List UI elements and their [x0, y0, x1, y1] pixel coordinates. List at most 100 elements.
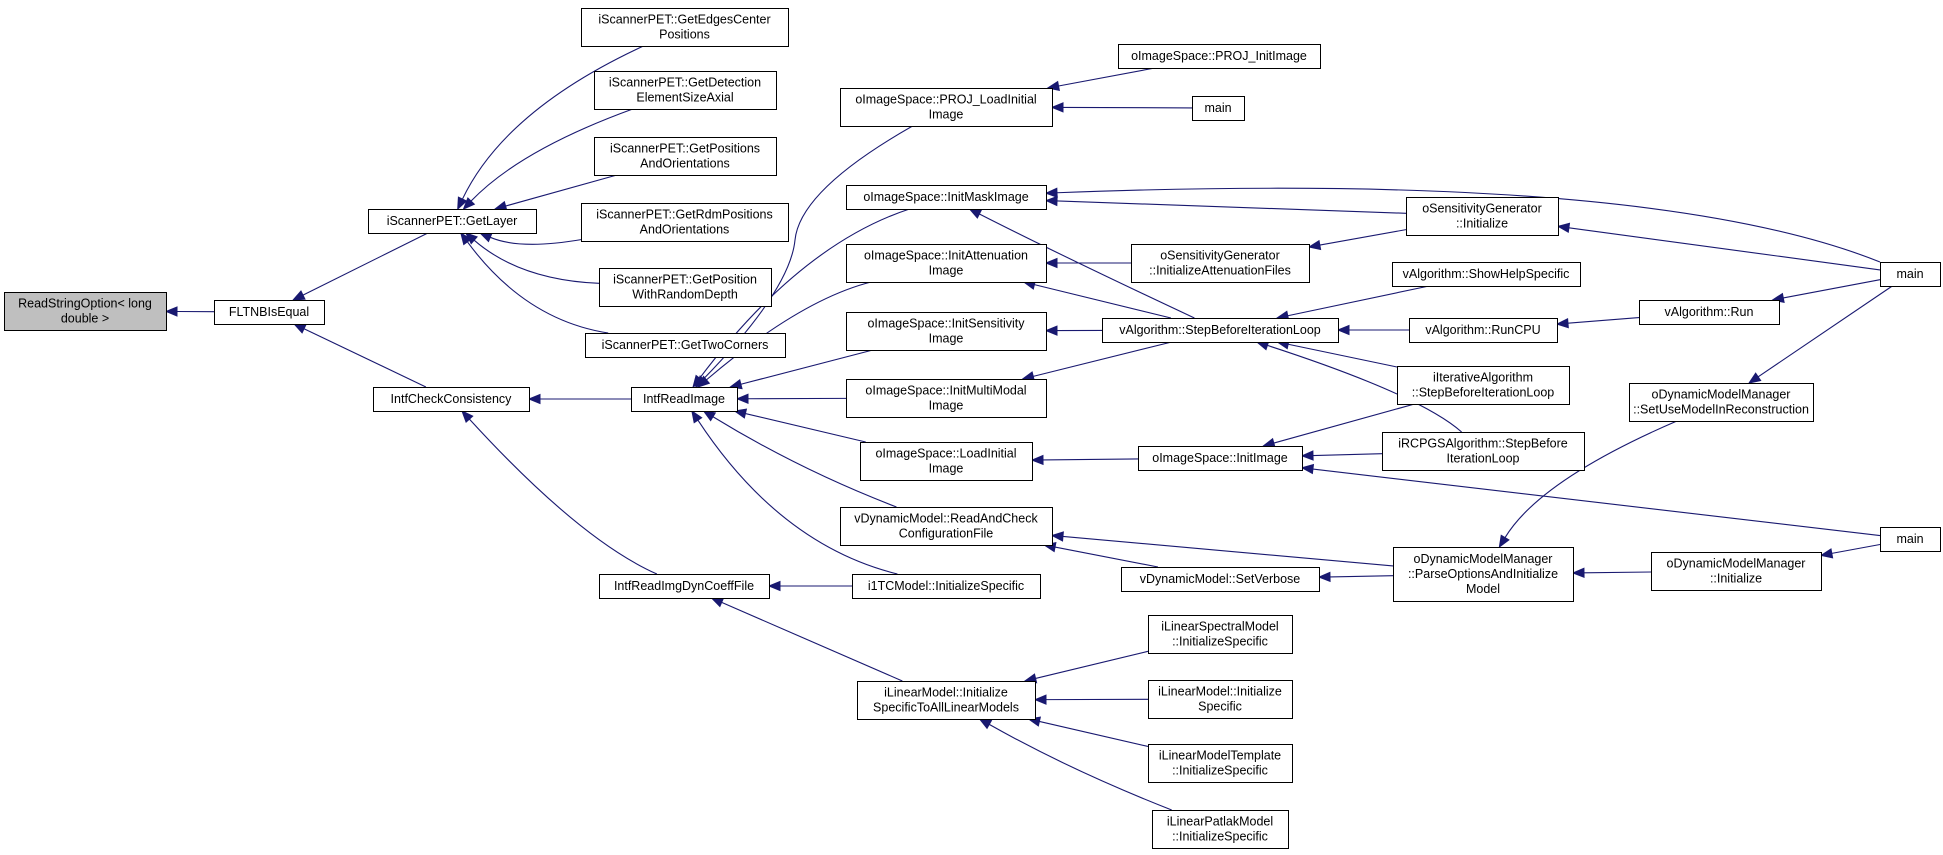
node-box [1118, 44, 1321, 69]
graph-node[interactable]: oSensitivityGenerator::Initialize [1406, 197, 1559, 236]
graph-node[interactable]: main [1880, 262, 1941, 287]
graph-node[interactable]: iLinearPatlakModel::InitializeSpecific [1152, 810, 1289, 849]
graph-node[interactable]: oImageSpace::PROJ_InitImage [1118, 44, 1321, 69]
arrowhead-icon [702, 410, 717, 422]
graph-node[interactable]: iScannerPET::GetTwoCorners [585, 333, 786, 358]
node-box [1629, 383, 1814, 422]
edge-line [1583, 571, 1652, 574]
arrowhead-icon [1050, 531, 1064, 542]
graph-node[interactable]: iScannerPET::GetDetectionElementSizeAxia… [594, 71, 777, 110]
edge-line [1042, 458, 1139, 461]
graph-node[interactable]: oSensitivityGenerator::InitializeAttenua… [1131, 244, 1310, 283]
graph-node[interactable]: oDynamicModelManager::ParseOptionsAndIni… [1393, 547, 1574, 602]
call-edge [1317, 571, 1394, 583]
arrowhead-icon [1498, 534, 1510, 549]
graph-node[interactable]: IntfReadImage [631, 387, 738, 412]
edge-line [1831, 543, 1881, 554]
graph-node[interactable]: main [1192, 96, 1245, 121]
node-label: main [1896, 532, 1923, 546]
graph-node[interactable]: iLinearSpectralModel::InitializeSpecific [1148, 615, 1293, 654]
graph-node[interactable]: main [1880, 527, 1941, 552]
graph-node[interactable]: oDynamicModelManager::SetUseModelInRecon… [1629, 383, 1814, 422]
call-edge [1771, 279, 1881, 304]
graph-node[interactable]: iScannerPET::GetRdmPositionsAndOrientati… [581, 203, 789, 242]
arrowhead-icon [1555, 317, 1569, 329]
graph-node[interactable]: iScannerPET::GetLayer [368, 209, 537, 234]
node-label: AndOrientations [640, 223, 730, 237]
graph-node[interactable]: FLTNBIsEqual [214, 300, 325, 325]
graph-node[interactable]: oImageSpace::InitImage [1138, 446, 1303, 471]
graph-node[interactable]: IntfReadImgDynCoeffFile [599, 574, 770, 599]
node-box [1639, 300, 1780, 325]
edge-line [1054, 546, 1159, 568]
graph-node[interactable]: iIterativeAlgorithm::StepBeforeIteration… [1397, 366, 1570, 405]
node-box [1382, 432, 1585, 471]
graph-node[interactable]: iLinearModel::InitializeSpecificToAllLin… [857, 681, 1036, 720]
graph-node[interactable]: vAlgorithm::Run [1639, 300, 1780, 325]
node-box [1192, 96, 1245, 121]
graph-node[interactable]: vAlgorithm::RunCPU [1409, 318, 1558, 343]
node-label: iScannerPET::GetTwoCorners [602, 338, 769, 352]
node-label: ::ParseOptionsAndInitialize [1408, 567, 1558, 581]
call-edge [735, 393, 847, 404]
node-label: oImageSpace::PROJ_LoadInitial [855, 93, 1036, 107]
arrowhead-icon [767, 580, 781, 592]
call-edge [1819, 543, 1881, 559]
node-box [585, 333, 786, 358]
graph-node[interactable]: i1TCModel::InitializeSpecific [852, 574, 1041, 599]
arrowhead-icon [164, 306, 178, 317]
edge-line [1056, 187, 1881, 263]
graph-node[interactable]: vAlgorithm::ShowHelpSpecific [1392, 262, 1581, 287]
node-box [1409, 318, 1558, 343]
call-edge [462, 108, 633, 210]
graph-node[interactable]: vDynamicModel::ReadAndCheckConfiguration… [840, 507, 1053, 546]
node-box [594, 71, 777, 110]
node-label: iLinearModel::Initialize [884, 686, 1008, 700]
call-edge [1023, 650, 1149, 684]
edge-line [1329, 575, 1394, 578]
graph-node[interactable]: iLinearModel::InitializeSpecific [1148, 680, 1293, 719]
graph-node[interactable]: IntfCheckConsistency [373, 387, 530, 412]
arrowhead-icon [1336, 324, 1350, 336]
node-box [1148, 744, 1293, 783]
graph-node[interactable]: vDynamicModel::SetVerbose [1121, 567, 1320, 592]
graph-node[interactable]: oDynamicModelManager::Initialize [1651, 552, 1822, 591]
call-edge [1300, 450, 1383, 461]
arrowhead-icon [1317, 571, 1331, 583]
node-label: oImageSpace::InitMaskImage [863, 190, 1028, 204]
graph-node[interactable]: oImageSpace::InitMaskImage [846, 185, 1047, 210]
edge-line [1312, 468, 1881, 537]
arrowhead-icon [462, 197, 476, 210]
node-label: ConfigurationFile [899, 527, 994, 541]
node-box [852, 574, 1041, 599]
node-label: Specific [1198, 700, 1242, 714]
graph-node[interactable]: iRCPGSAlgorithm::StepBeforeIterationLoop [1382, 432, 1585, 471]
edge-line [1783, 279, 1881, 299]
arrowhead-icon [1033, 694, 1047, 705]
node-label: main [1204, 101, 1231, 115]
call-edge [1300, 463, 1881, 537]
node-label: main [1896, 267, 1923, 281]
graph-node[interactable]: vAlgorithm::StepBeforeIterationLoop [1102, 318, 1339, 343]
arrowhead-icon [478, 232, 493, 243]
graph-node[interactable]: iLinearModelTemplate::InitializeSpecific [1148, 744, 1293, 783]
node-label: ::StepBeforeIterationLoop [1412, 386, 1555, 400]
arrowhead-icon [1030, 454, 1044, 466]
node-box [1651, 552, 1822, 591]
node-label: ReadStringOption< long [18, 297, 152, 311]
node-label: ::SetUseModelInReconstruction [1633, 403, 1809, 417]
node-label: Image [929, 399, 964, 413]
edge-line [721, 601, 903, 682]
node-box [214, 300, 325, 325]
node-box [373, 387, 530, 412]
